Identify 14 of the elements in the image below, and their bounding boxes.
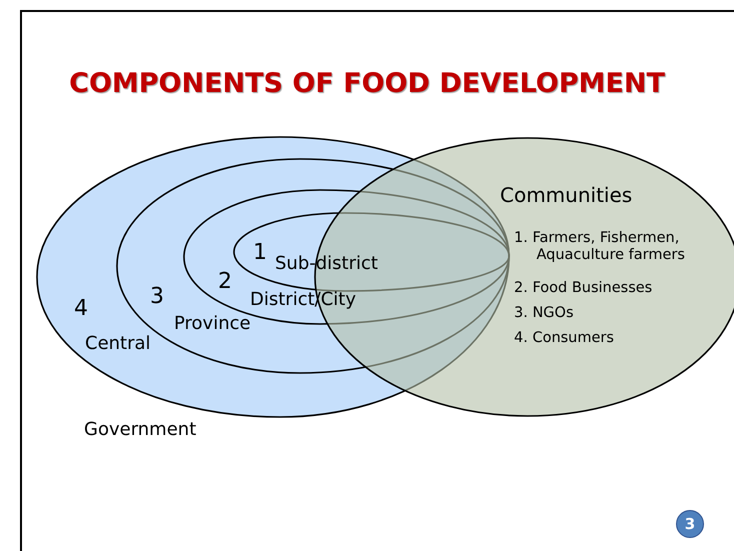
level-number: 4: [74, 296, 88, 322]
page-number: 3: [676, 510, 704, 538]
level-number: 3: [150, 284, 164, 310]
list-item: 4. Consumers: [514, 330, 615, 348]
level-number: 1: [253, 240, 267, 266]
list-item: 3. NGOs: [514, 305, 574, 322]
group-label: Government: [84, 420, 196, 441]
title: COMPONENTS OF FOOD DEVELOPMENT: [68, 68, 666, 99]
list-item: 2. Food Businesses: [514, 280, 654, 298]
level-label: Province: [174, 314, 251, 335]
level-label: Central: [85, 334, 151, 355]
list-item: 1. Farmers, Fishermen, Aquaculture farmers: [514, 230, 686, 265]
level-number: 2: [218, 269, 232, 294]
group-label: Communities: [500, 184, 632, 207]
